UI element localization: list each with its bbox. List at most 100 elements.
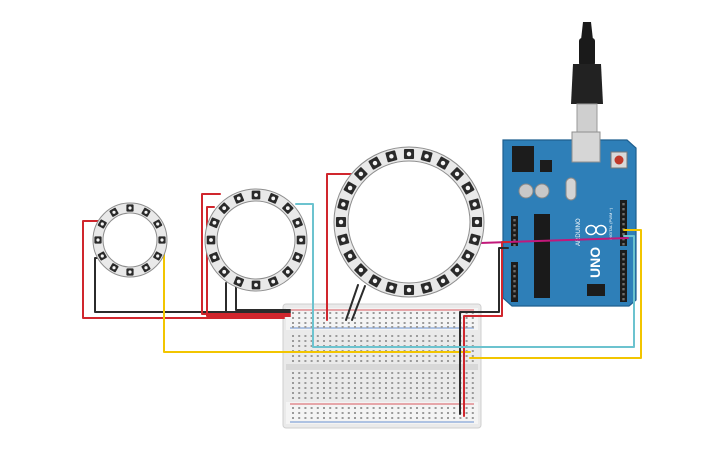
breadboard-hole[interactable] bbox=[471, 392, 474, 394]
breadboard-hole[interactable] bbox=[316, 392, 319, 394]
breadboard-hole[interactable] bbox=[434, 335, 437, 337]
breadboard-hole[interactable] bbox=[434, 412, 437, 414]
breadboard-hole[interactable] bbox=[403, 387, 406, 389]
breadboard-hole[interactable] bbox=[347, 412, 350, 414]
breadboard-hole[interactable] bbox=[329, 387, 332, 389]
wire-large-ring-ground-b[interactable] bbox=[345, 284, 359, 321]
breadboard-hole[interactable] bbox=[440, 355, 443, 357]
breadboard-hole[interactable] bbox=[391, 340, 394, 342]
breadboard-hole[interactable] bbox=[366, 392, 369, 394]
breadboard-hole[interactable] bbox=[440, 392, 443, 394]
breadboard-hole[interactable] bbox=[391, 407, 394, 409]
breadboard-hole[interactable] bbox=[372, 387, 375, 389]
breadboard-hole[interactable] bbox=[360, 377, 363, 379]
breadboard-hole[interactable] bbox=[316, 322, 319, 324]
breadboard-hole[interactable] bbox=[329, 392, 332, 394]
header-pin[interactable] bbox=[622, 273, 625, 276]
breadboard-hole[interactable] bbox=[360, 335, 363, 337]
breadboard-hole[interactable] bbox=[329, 326, 332, 328]
wire-arduino-data-cyan[interactable] bbox=[312, 235, 635, 348]
breadboard-hole[interactable] bbox=[385, 397, 387, 399]
breadboard-hole[interactable] bbox=[428, 326, 431, 328]
neopixel-ring-12[interactable] bbox=[92, 202, 168, 278]
breadboard-hole[interactable] bbox=[335, 340, 338, 342]
breadboard-hole[interactable] bbox=[385, 317, 387, 319]
breadboard-hole[interactable] bbox=[447, 407, 449, 409]
breadboard-hole[interactable] bbox=[403, 312, 406, 314]
digital-header-bottom[interactable] bbox=[620, 250, 627, 302]
breadboard-hole[interactable] bbox=[347, 317, 350, 319]
breadboard-hole[interactable] bbox=[397, 355, 400, 357]
breadboard-hole[interactable] bbox=[385, 412, 387, 414]
breadboard-hole[interactable] bbox=[416, 392, 418, 394]
breadboard-hole[interactable] bbox=[447, 397, 449, 399]
breadboard-hole[interactable] bbox=[335, 360, 338, 362]
breadboard-hole[interactable] bbox=[372, 397, 375, 399]
breadboard-hole[interactable] bbox=[335, 382, 338, 384]
breadboard-hole[interactable] bbox=[292, 345, 294, 347]
breadboard-hole[interactable] bbox=[298, 397, 301, 399]
header-pin[interactable] bbox=[513, 280, 516, 283]
breadboard-hole[interactable] bbox=[422, 335, 425, 337]
breadboard-hole[interactable] bbox=[366, 372, 369, 374]
breadboard-hole[interactable] bbox=[385, 407, 387, 409]
breadboard-hole[interactable] bbox=[372, 412, 375, 414]
breadboard-hole[interactable] bbox=[465, 360, 468, 362]
breadboard-hole[interactable] bbox=[323, 355, 325, 357]
breadboard-hole[interactable] bbox=[471, 317, 474, 319]
breadboard-hole[interactable] bbox=[465, 317, 468, 319]
header-pin[interactable] bbox=[622, 283, 625, 286]
breadboard-hole[interactable] bbox=[292, 340, 294, 342]
breadboard-hole[interactable] bbox=[341, 397, 344, 399]
breadboard-hole[interactable] bbox=[465, 407, 468, 409]
breadboard-hole[interactable] bbox=[360, 355, 363, 357]
breadboard-hole[interactable] bbox=[416, 335, 418, 337]
breadboard-hole[interactable] bbox=[434, 317, 437, 319]
breadboard-hole[interactable] bbox=[391, 382, 394, 384]
breadboard-hole[interactable] bbox=[366, 326, 369, 328]
breadboard-hole[interactable] bbox=[434, 382, 437, 384]
breadboard-hole[interactable] bbox=[416, 340, 418, 342]
breadboard-hole[interactable] bbox=[372, 407, 375, 409]
breadboard-hole[interactable] bbox=[316, 317, 319, 319]
breadboard-hole[interactable] bbox=[360, 412, 363, 414]
breadboard-hole[interactable] bbox=[329, 372, 332, 374]
breadboard-hole[interactable] bbox=[298, 392, 301, 394]
breadboard-hole[interactable] bbox=[453, 317, 456, 319]
breadboard-hole[interactable] bbox=[298, 345, 301, 347]
breadboard-hole[interactable] bbox=[360, 372, 363, 374]
breadboard-hole[interactable] bbox=[372, 326, 375, 328]
breadboard-hole[interactable] bbox=[298, 340, 301, 342]
breadboard-hole[interactable] bbox=[471, 355, 474, 357]
breadboard-hole[interactable] bbox=[360, 317, 363, 319]
breadboard-hole[interactable] bbox=[465, 355, 468, 357]
breadboard-hole[interactable] bbox=[434, 355, 437, 357]
breadboard-hole[interactable] bbox=[409, 317, 412, 319]
breadboard-hole[interactable] bbox=[416, 360, 418, 362]
breadboard-hole[interactable] bbox=[397, 377, 400, 379]
breadboard-hole[interactable] bbox=[341, 312, 344, 314]
breadboard-hole[interactable] bbox=[335, 326, 338, 328]
breadboard-hole[interactable] bbox=[347, 355, 350, 357]
header-pin[interactable] bbox=[622, 253, 625, 256]
header-pin[interactable] bbox=[622, 203, 625, 206]
breadboard-hole[interactable] bbox=[378, 377, 381, 379]
breadboard-hole[interactable] bbox=[453, 322, 456, 324]
breadboard-hole[interactable] bbox=[385, 382, 387, 384]
breadboard-hole[interactable] bbox=[366, 397, 369, 399]
breadboard-hole[interactable] bbox=[298, 387, 301, 389]
breadboard-hole[interactable] bbox=[440, 387, 443, 389]
header-pin[interactable] bbox=[622, 278, 625, 281]
breadboard-hole[interactable] bbox=[341, 335, 344, 337]
breadboard-hole[interactable] bbox=[304, 355, 307, 357]
breadboard-hole[interactable] bbox=[304, 322, 307, 324]
breadboard-hole[interactable] bbox=[391, 335, 394, 337]
breadboard-hole[interactable] bbox=[409, 387, 412, 389]
breadboard-hole[interactable] bbox=[471, 412, 474, 414]
breadboard-hole[interactable] bbox=[378, 387, 381, 389]
breadboard-hole[interactable] bbox=[292, 322, 294, 324]
breadboard-hole[interactable] bbox=[447, 326, 449, 328]
wire-medium-ring-power-b[interactable] bbox=[206, 206, 291, 317]
breadboard-hole[interactable] bbox=[403, 382, 406, 384]
header-pin[interactable] bbox=[513, 244, 516, 247]
